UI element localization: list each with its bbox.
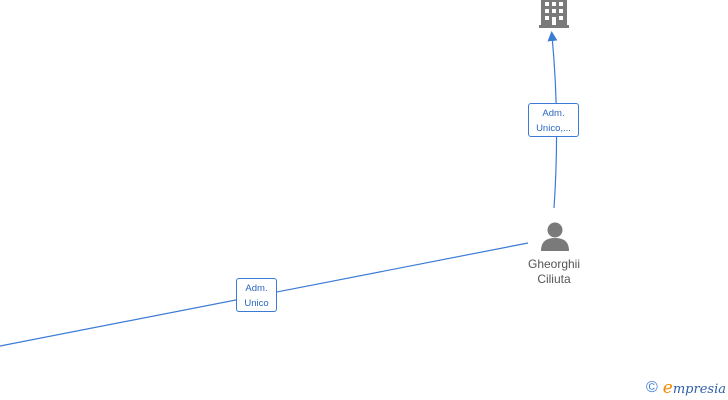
copyright-icon: © <box>646 379 658 396</box>
edge-label-line-2: Unico,... <box>536 123 571 134</box>
person-node[interactable] <box>538 221 572 253</box>
building-icon <box>539 0 569 28</box>
brand-name: mpresia <box>672 382 726 397</box>
brand-logo: empresia <box>663 378 726 398</box>
edge-label-person-company[interactable]: Adm. Unico,... <box>528 103 579 137</box>
brand-initial: e <box>662 378 673 398</box>
empresia-watermark: © empresia <box>646 378 726 398</box>
edge-label-line-1: Adm. <box>542 108 565 119</box>
edge-label-line-2: Unico <box>244 298 269 309</box>
person-name-label: Gheorghii Ciliuta <box>509 257 599 287</box>
person-name-line-2: Ciliuta <box>537 272 571 286</box>
edge-label-line-1: Adm. <box>245 283 268 294</box>
person-icon <box>541 222 569 251</box>
person-name-line-1: Gheorghii <box>527 257 581 271</box>
company-node[interactable] <box>537 0 571 30</box>
edge-label-left-person[interactable]: Adm. Unico <box>236 278 277 312</box>
